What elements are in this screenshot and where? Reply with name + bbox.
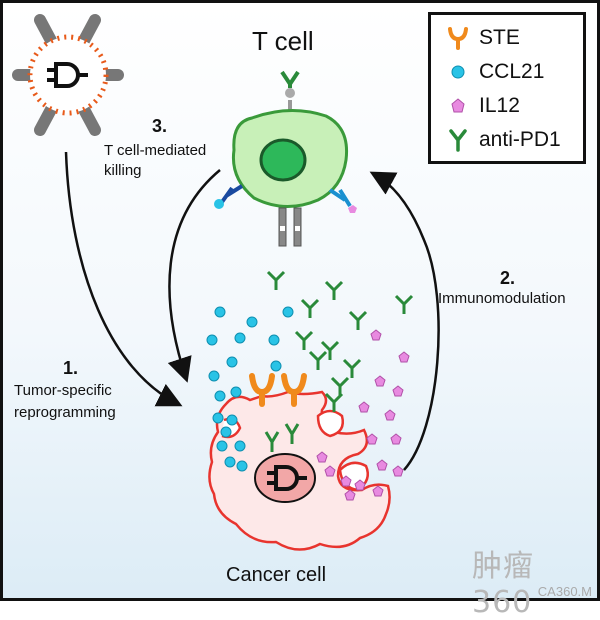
legend-label: IL12 [479,94,520,118]
step1-text-line1: Tumor-specific [14,382,112,399]
watermark-sub: CA360.M [538,584,592,599]
legend-label: anti-PD1 [479,128,561,152]
t-cell [214,72,357,246]
legend: STE CCL21 IL12 anti-PD1 [428,12,586,164]
arrow-immunomodulation [374,174,439,470]
step2-number: 2. [500,268,515,289]
orange-y-icon [443,23,473,53]
arrow-killing [169,170,220,378]
t-cell-title: T cell [252,26,314,57]
step3-number: 3. [152,116,167,137]
legend-label: CCL21 [479,60,544,84]
watermark-main: 肿瘤360 [472,541,592,620]
step3-text-line1: T cell-mediated [104,142,206,159]
step3-text-line2: killing [104,162,142,179]
arrow-reprogramming [66,152,178,404]
green-y-icon [443,125,473,155]
pink-pentagon-icon [443,91,473,121]
cancer-cell-label: Cancer cell [226,564,326,587]
legend-item-anti-pd1: anti-PD1 [431,125,583,155]
legend-item-ccl21: CCL21 [431,57,583,87]
legend-label: STE [479,26,520,50]
virus-icon [18,20,118,130]
watermark: 肿瘤360 CA360.M [472,541,592,597]
step1-number: 1. [63,358,78,379]
step1-text-line2: reprogramming [14,404,116,421]
cyan-dot-icon [443,57,473,87]
legend-item-ste: STE [431,23,583,53]
legend-item-il12: IL12 [431,91,583,121]
cancer-cell [209,376,389,550]
step2-text: Immunomodulation [438,290,566,307]
